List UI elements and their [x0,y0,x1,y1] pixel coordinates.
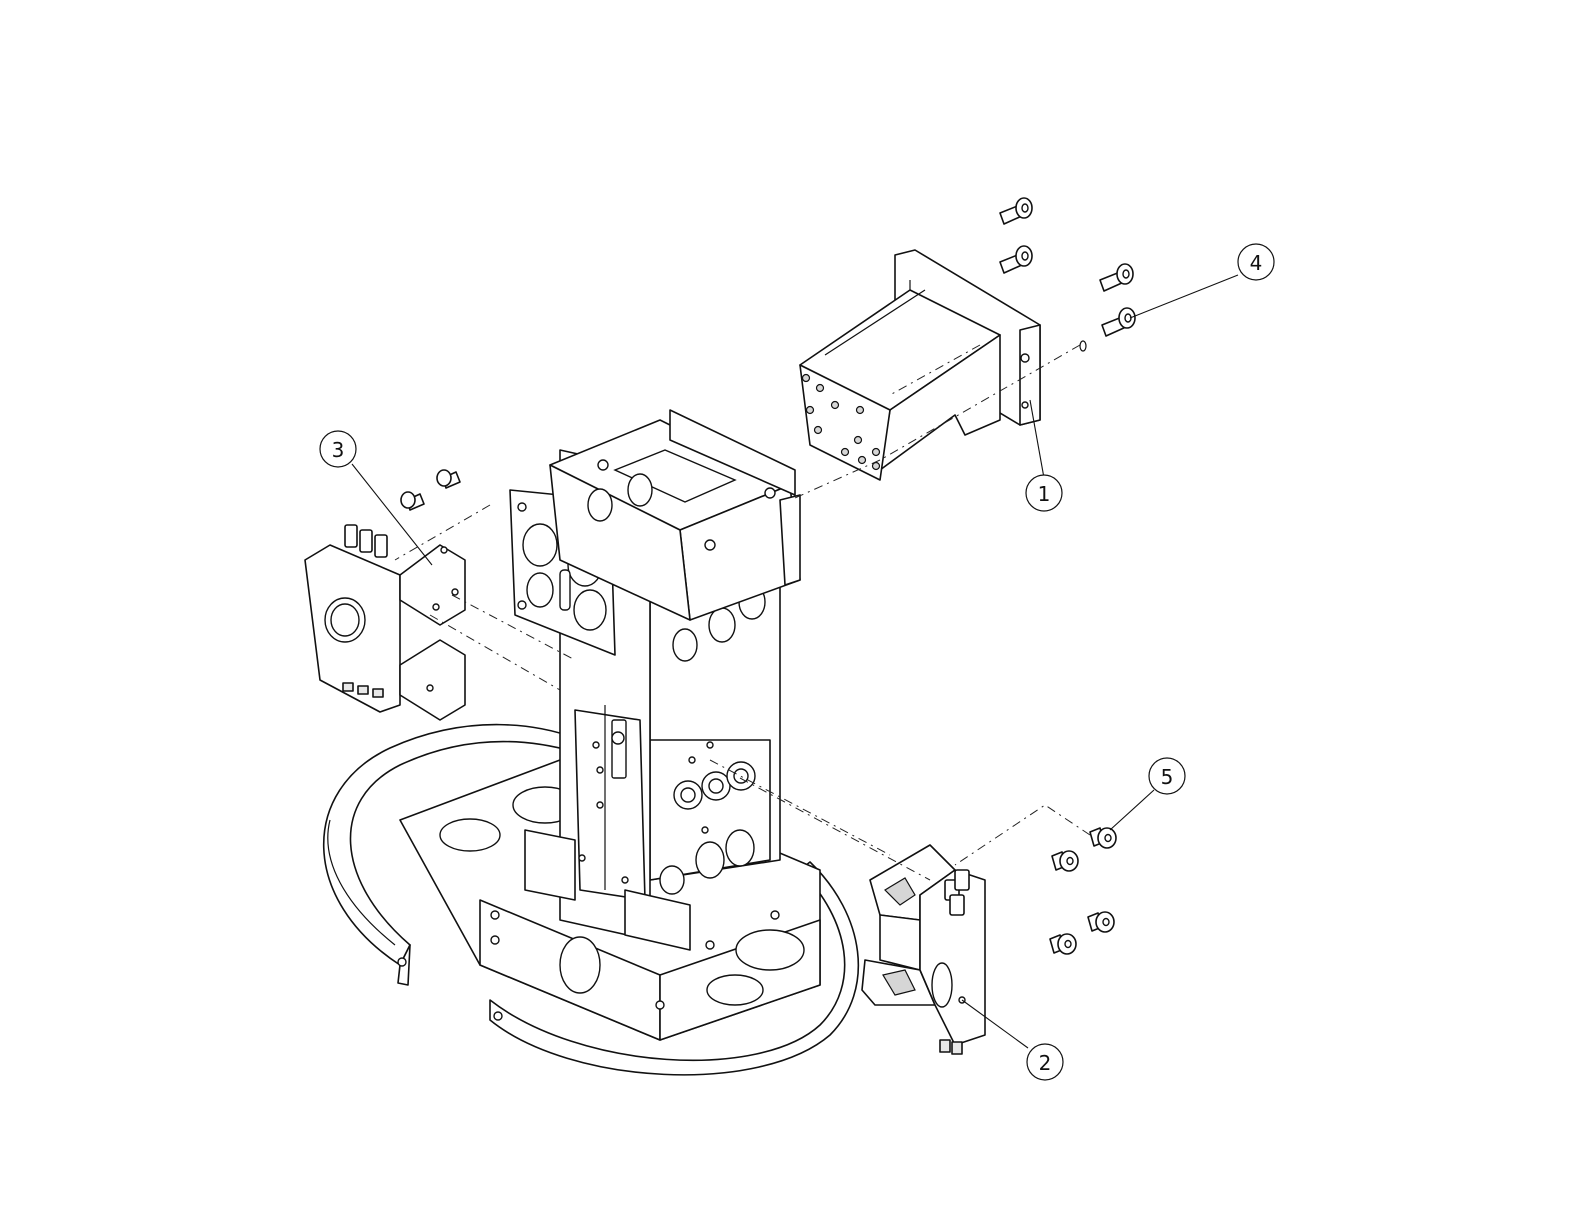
balloon-5: 5 [1149,758,1185,794]
balloon-4: 4 [1238,244,1274,280]
button-screw-b [1052,851,1078,871]
balloon-2: 2 [1027,1044,1063,1080]
screw-c [1100,264,1133,291]
balloon-5-label: 5 [1161,765,1174,789]
button-screw-a [1090,828,1116,848]
balloon-3: 3 [320,431,356,467]
balloon-1-label: 1 [1038,482,1051,506]
balloon-1: 1 [1026,475,1062,511]
left-bracket-screw-b [437,470,460,488]
screw-d [1102,308,1135,336]
right-bracket-assembly [862,845,985,1054]
left-bracket-assembly [305,470,465,720]
right-bracket-screws [1050,828,1116,954]
balloon-2-label: 2 [1039,1051,1052,1075]
screw-b [1000,246,1032,273]
button-screw-c [1088,912,1114,932]
motor-assembly [800,250,1040,480]
balloon-4-label: 4 [1250,251,1263,275]
left-bracket-screw-a [401,492,424,510]
button-screw-d [1050,934,1076,954]
screw-a [1000,198,1032,224]
balloon-3-label: 3 [332,438,345,462]
